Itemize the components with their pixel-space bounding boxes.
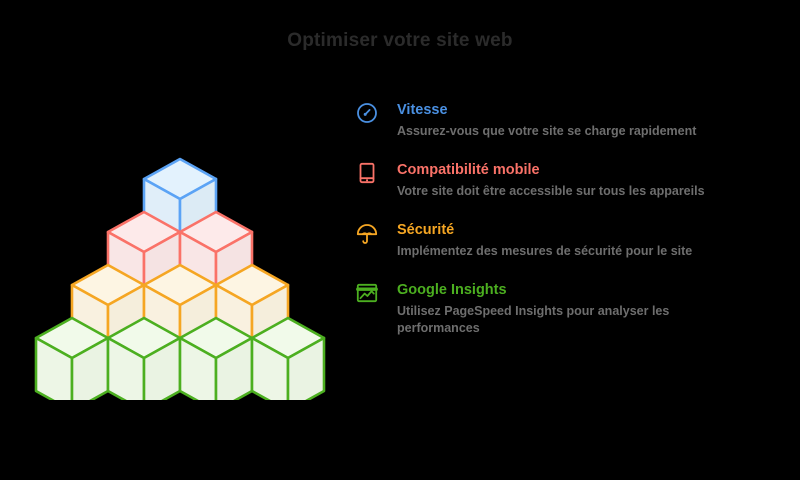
feature-title: Google Insights — [397, 282, 507, 298]
cube-google-insights — [106, 316, 182, 400]
feature-item-google-insights[interactable]: Google Insights Utilisez PageSpeed Insig… — [355, 280, 775, 337]
feature-description: Utilisez PageSpeed Insights pour analyse… — [397, 304, 670, 335]
cube-google-insights — [34, 316, 110, 400]
feature-title: Vitesse — [397, 102, 448, 118]
umbrella-icon — [355, 221, 379, 245]
feature-title: Compatibilité mobile — [397, 162, 540, 178]
speedometer-icon — [355, 101, 379, 125]
feature-list: Vitesse Assurez-vous que votre site se c… — [355, 100, 775, 357]
feature-description: Assurez-vous que votre site se charge ra… — [397, 124, 697, 138]
feature-description: Implémentez des mesures de sécurité pour… — [397, 244, 693, 258]
page-title: Optimiser votre site web — [287, 30, 513, 51]
smartphone-icon — [355, 161, 379, 185]
feature-description: Votre site doit être accessible sur tous… — [397, 184, 705, 198]
cube-google-insights — [250, 316, 326, 400]
feature-title: Sécurité — [397, 222, 455, 238]
feature-item-compatibilite-mobile[interactable]: Compatibilité mobile Votre site doit êtr… — [355, 160, 775, 200]
pyramid-svg — [34, 157, 326, 400]
cube-pyramid-graphic — [25, 120, 335, 400]
image-chart-icon — [355, 281, 379, 305]
feature-item-securite[interactable]: Sécurité Implémentez des mesures de sécu… — [355, 220, 775, 260]
feature-item-vitesse[interactable]: Vitesse Assurez-vous que votre site se c… — [355, 100, 775, 140]
cube-google-insights — [178, 316, 254, 400]
